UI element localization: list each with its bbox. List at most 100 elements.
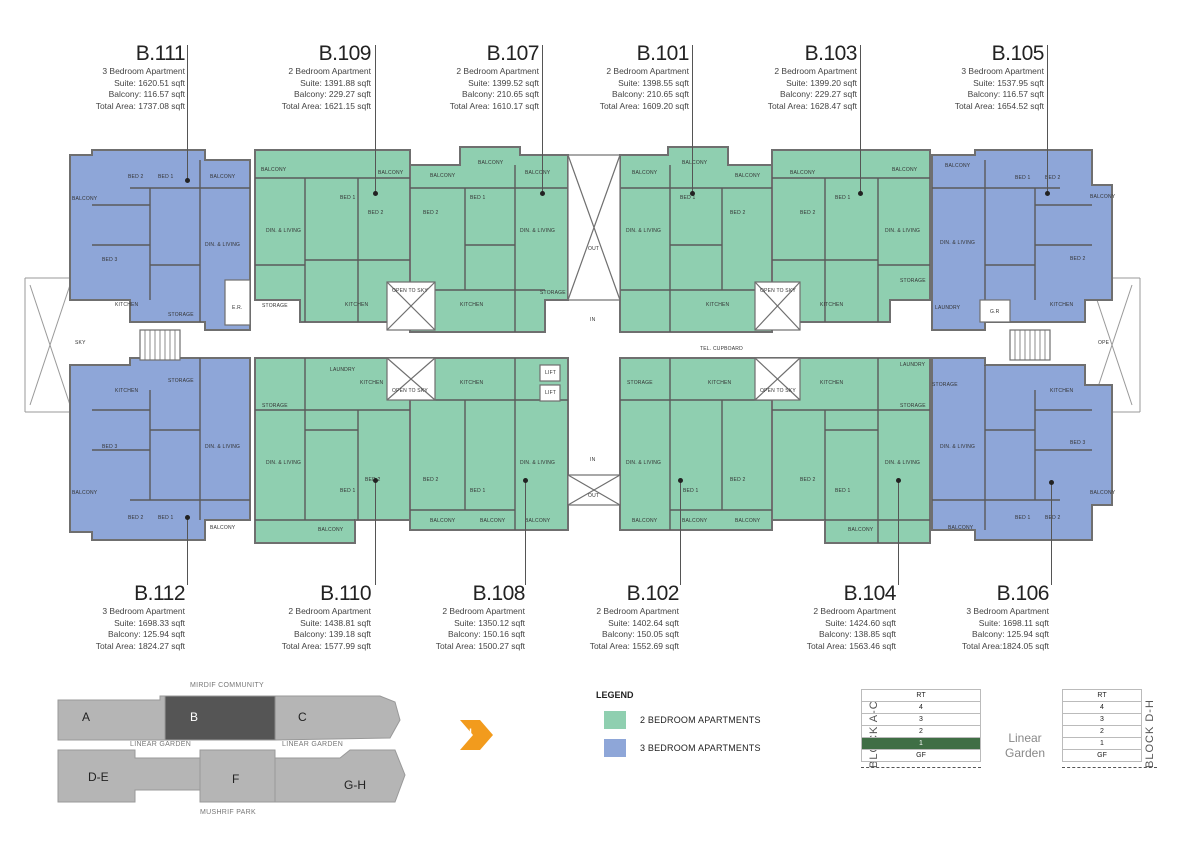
unit-marker-dot xyxy=(373,478,378,483)
plan-label-kitchen: KITCHEN xyxy=(115,388,139,394)
legend-swatch-three-bed xyxy=(604,739,626,757)
unit-balcony: Balcony: 210.65 sqft xyxy=(461,89,539,99)
unit-type: 3 Bedroom Apartment xyxy=(966,606,1049,616)
plan-label-ope: OPE xyxy=(1098,340,1110,346)
floor-cell: 2 xyxy=(861,725,981,738)
floor-cell: GF xyxy=(1062,749,1142,762)
plan-label-storage: STORAGE xyxy=(932,382,958,388)
unit-code: B.106 xyxy=(996,582,1050,605)
plan-label-storage: STORAGE xyxy=(262,303,288,309)
plan-label-laundry: LAUNDRY xyxy=(330,367,356,373)
plan-label-bed: BED 3 xyxy=(102,257,118,263)
plan-label-balcony: BALCONY xyxy=(430,173,456,179)
unit-suite: Suite: 1399.52 sqft xyxy=(468,77,539,88)
plan-label-balcony: BALCONY xyxy=(430,518,456,524)
site-block-de xyxy=(57,749,201,803)
leader-line xyxy=(525,480,526,585)
unit-marker-dot xyxy=(896,478,901,483)
plan-label-balcony: BALCONY xyxy=(525,518,551,524)
plan-label-open-to-sky: OPEN TO SKY xyxy=(760,288,796,294)
unit-balcony: Balcony: 125.94 sqft xyxy=(971,629,1049,639)
plan-label-balcony: BALCONY xyxy=(72,196,98,202)
unit-total: Total Area: 1737.08 sqft xyxy=(95,100,185,111)
lift-1 xyxy=(539,364,561,382)
site-block-label: A xyxy=(82,710,91,724)
unit-marker-dot xyxy=(523,478,528,483)
sitemap-garden-left: LINEAR GARDEN xyxy=(130,741,192,748)
plan-label-storage: STORAGE xyxy=(168,378,194,384)
unit-total: Total Area: 1563.46 sqft xyxy=(806,640,896,651)
unit-total: Total Area:1824.05 sqft xyxy=(962,640,1049,651)
plan-label-balcony: BALCONY xyxy=(478,160,504,166)
leader-line xyxy=(1051,482,1052,585)
plan-label-balcony: BALCONY xyxy=(682,160,708,166)
site-block-b xyxy=(164,695,276,741)
unit-marker-dot xyxy=(373,191,378,196)
unit-balcony: Balcony: 150.16 sqft xyxy=(447,629,525,639)
floor-stack-left: RT 4 3 2 1 GF xyxy=(861,689,981,762)
unit-type: 2 Bedroom Apartment xyxy=(596,606,679,616)
plan-label-bed: BED 2 xyxy=(800,477,816,483)
plan-label-bed: BED 1 xyxy=(835,488,851,494)
unit-balcony: Balcony: 229.27 sqft xyxy=(779,89,857,99)
unit-type: 2 Bedroom Apartment xyxy=(442,606,525,616)
plan-label-kitchen: KITCHEN xyxy=(820,302,844,308)
leader-line xyxy=(187,517,188,585)
unit-marker-dot xyxy=(858,191,863,196)
interior-walls xyxy=(92,160,1092,543)
plan-label-din-living: DIN. & LIVING xyxy=(266,460,302,466)
plan-label-balcony: BALCONY xyxy=(790,170,816,176)
unit-label-b111: B.111 3 Bedroom Apartment Suite: 1620.51… xyxy=(25,42,186,112)
floor-cell: 4 xyxy=(1062,701,1142,714)
plan-label-din-living: DIN. & LIVING xyxy=(940,444,976,450)
plan-label-storage: STORAGE xyxy=(168,312,194,318)
unit-type: 2 Bedroom Apartment xyxy=(774,66,857,76)
linear-garden-line1: Linear xyxy=(1008,731,1042,745)
unit-b112-shape xyxy=(69,357,251,541)
ground-line-right xyxy=(1062,767,1157,768)
unit-suite: Suite: 1399.20 sqft xyxy=(786,77,857,88)
unit-suite: Suite: 1537.95 sqft xyxy=(973,77,1044,88)
plan-label-out: OUT xyxy=(588,246,600,252)
unit-total: Total Area: 1654.52 sqft xyxy=(954,100,1044,111)
unit-label-b104: B.104 2 Bedroom Apartment Suite: 1424.60… xyxy=(736,582,897,652)
plan-label-laundry: LAUNDRY xyxy=(935,305,961,311)
unit-marker-dot xyxy=(185,515,190,520)
floor-cell: 3 xyxy=(1062,713,1142,726)
unit-total: Total Area: 1552.69 sqft xyxy=(589,640,679,651)
unit-balcony: Balcony: 116.57 sqft xyxy=(108,89,185,99)
leader-line xyxy=(860,45,861,193)
site-block-label: F xyxy=(232,772,240,786)
floor-cell: 1 xyxy=(1062,737,1142,750)
unit-balcony: Balcony: 125.94 sqft xyxy=(107,629,185,639)
unit-label-b110: B.110 2 Bedroom Apartment Suite: 1438.81… xyxy=(211,582,372,652)
plan-label-lift: LIFT xyxy=(545,390,557,396)
unit-b105-shape xyxy=(931,149,1113,331)
plan-label-lift: LIFT xyxy=(545,370,557,376)
plan-label-bed: BED 2 xyxy=(423,210,439,216)
plan-label-balcony: BALCONY xyxy=(945,163,971,169)
stair-treads xyxy=(144,330,1046,360)
unit-label-b106: B.106 3 Bedroom Apartment Suite: 1698.11… xyxy=(889,582,1049,652)
unit-suite: Suite: 1350.12 sqft xyxy=(454,617,525,628)
plan-label-bed: BED 3 xyxy=(1070,440,1086,446)
floor-cell: GF xyxy=(861,749,981,762)
plan-label-bed: BED 1 xyxy=(470,195,486,201)
plan-label-din-living: DIN. & LIVING xyxy=(940,240,976,246)
plan-label-in: IN xyxy=(590,317,596,323)
unit-total: Total Area: 1824.27 sqft xyxy=(95,640,185,651)
site-block-label: C xyxy=(298,710,307,724)
plan-label-kitchen: KITCHEN xyxy=(460,302,484,308)
floor-cell: RT xyxy=(861,689,981,702)
unit-suite: Suite: 1424.60 sqft xyxy=(825,617,896,628)
plan-label-din-living: DIN. & LIVING xyxy=(205,444,241,450)
unit-total: Total Area: 1621.15 sqft xyxy=(281,100,371,111)
unit-label-b105: B.105 3 Bedroom Apartment Suite: 1537.95… xyxy=(884,42,1045,112)
unit-suite: Suite: 1398.55 sqft xyxy=(618,77,689,88)
leader-line xyxy=(898,480,899,585)
plan-frame xyxy=(24,277,1141,413)
plan-label-bed: BED 1 xyxy=(340,488,356,494)
plan-label-bed: BED 1 xyxy=(835,195,851,201)
unit-code: B.103 xyxy=(804,42,858,65)
